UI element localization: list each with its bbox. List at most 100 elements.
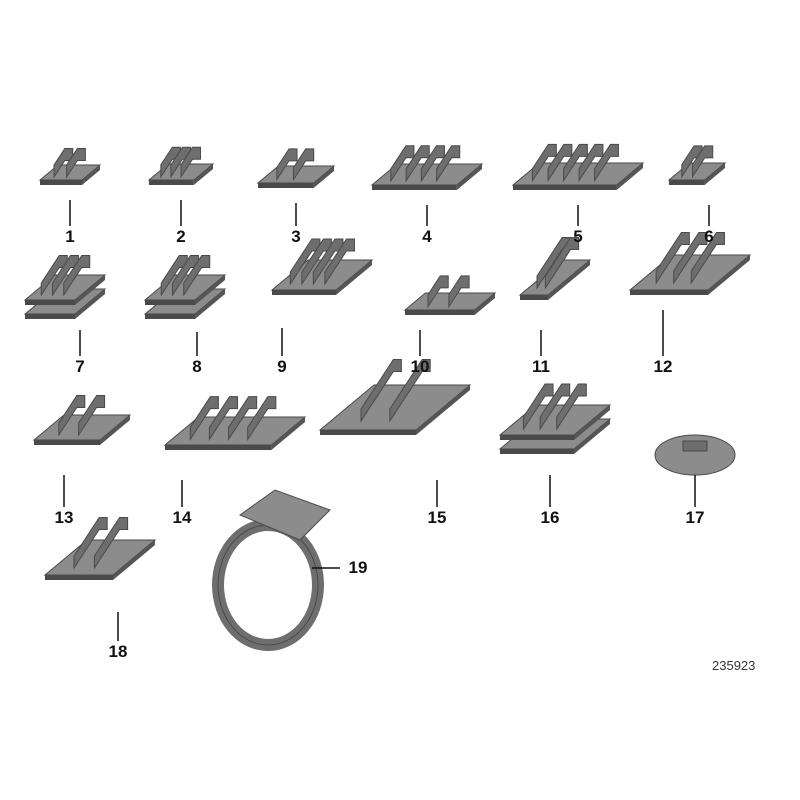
part-7-ridge	[63, 255, 91, 297]
part-9-ridge	[324, 238, 355, 286]
part-9-ridge	[312, 238, 344, 286]
part-4-ridge	[436, 145, 461, 183]
part-16-lower-side	[574, 419, 610, 454]
part-16-side	[574, 405, 610, 440]
part-18-ridge	[93, 517, 129, 570]
part-14-ridge	[247, 396, 277, 442]
part-16-ridge	[522, 383, 554, 431]
part-label-1: 1	[65, 227, 75, 246]
part-3-ridge	[292, 148, 315, 182]
part-label-2: 2	[176, 227, 186, 246]
part-6-ridge	[681, 145, 703, 179]
part-16-edge	[500, 435, 574, 440]
part-9-side	[336, 260, 372, 295]
part-6-ridge	[691, 145, 714, 179]
part-label-3: 3	[291, 227, 301, 246]
part-4-side	[456, 164, 482, 190]
part-15-side	[416, 385, 470, 435]
part-label-14: 14	[172, 508, 192, 527]
part-7-edge	[25, 300, 75, 305]
part-14-ridge	[228, 396, 258, 442]
part-2-side	[193, 164, 213, 185]
part-15-edge	[320, 430, 416, 435]
part-8-lower-side	[195, 289, 225, 319]
part-5-edge	[513, 185, 617, 190]
part-8-ridge	[172, 255, 199, 297]
part-3-ridge	[276, 148, 298, 182]
part-19-ring	[212, 519, 324, 651]
part-14-ridge	[189, 396, 219, 442]
part-19-clip	[238, 489, 331, 541]
part-14-edge	[165, 445, 272, 450]
part-8-edge	[145, 300, 195, 305]
part-8-ridge	[160, 255, 188, 297]
part-10-ridge	[448, 275, 470, 309]
part-11-edge	[520, 295, 548, 300]
part-label-4: 4	[422, 227, 432, 246]
part-8-side	[195, 275, 225, 305]
part-18-ridge	[73, 517, 108, 570]
part-4-edge	[372, 185, 457, 190]
part-2-edge	[149, 180, 194, 185]
part-11-ridge	[544, 237, 580, 290]
part-18-side	[113, 540, 155, 580]
part-2-ridge	[170, 146, 191, 179]
part-label-19: 19	[348, 558, 368, 577]
part-5-side	[616, 163, 643, 190]
part-label-5: 5	[573, 227, 583, 246]
part-13-ridge	[58, 395, 86, 437]
part-18-edge	[45, 575, 113, 580]
part-14-side	[271, 417, 305, 450]
part-5-ridge	[578, 143, 604, 183]
reference-number: 235923	[712, 658, 756, 673]
part-5-ridge	[531, 143, 557, 183]
part-9-ridge	[289, 238, 321, 286]
part-6-side	[704, 163, 725, 185]
part-label-16: 16	[540, 508, 560, 527]
part-2-ridge	[160, 146, 181, 179]
part-label-11: 11	[532, 357, 550, 376]
part-12-side	[708, 255, 750, 295]
part-label-7: 7	[75, 357, 85, 376]
part-15-ridge	[360, 359, 402, 423]
part-2-ridge	[180, 146, 202, 179]
part-12-ridge	[655, 232, 690, 285]
part-label-12: 12	[653, 357, 673, 376]
part-13-ridge	[78, 395, 106, 437]
part-9-edge	[272, 290, 336, 295]
part-10-side	[474, 293, 495, 315]
part-5-ridge	[594, 143, 619, 183]
part-4-ridge	[405, 145, 430, 183]
part-label-9: 9	[277, 357, 287, 376]
part-14-ridge	[208, 396, 239, 442]
part-4-ridge	[390, 145, 415, 183]
part-7-lower-edge	[25, 314, 75, 319]
part-label-18: 18	[108, 642, 128, 661]
part-12-edge	[630, 290, 708, 295]
part-16-lower-edge	[500, 449, 574, 454]
part-7-lower-side	[75, 289, 105, 319]
part-label-15: 15	[427, 508, 447, 527]
part-15-ridge	[389, 359, 431, 423]
part-1-ridge	[66, 148, 86, 179]
part-13-side	[100, 415, 130, 445]
part-3-side	[313, 166, 334, 188]
part-7-ridge	[52, 255, 79, 297]
part-1-side	[82, 165, 100, 185]
part-8-lower-edge	[145, 314, 195, 319]
part-11-side	[548, 260, 590, 300]
part-1-ridge	[53, 148, 74, 179]
part-5-ridge	[563, 143, 588, 183]
part-9-ridge	[301, 238, 332, 286]
part-label-13: 13	[54, 508, 74, 527]
part-16-ridge	[539, 383, 571, 431]
part-7-ridge	[40, 255, 68, 297]
part-label-6: 6	[704, 227, 714, 246]
part-4-ridge	[420, 145, 445, 183]
part-12-ridge	[690, 232, 725, 285]
part-5-ridge	[547, 143, 573, 183]
part-3-edge	[258, 183, 314, 188]
part-10-edge	[405, 310, 475, 315]
